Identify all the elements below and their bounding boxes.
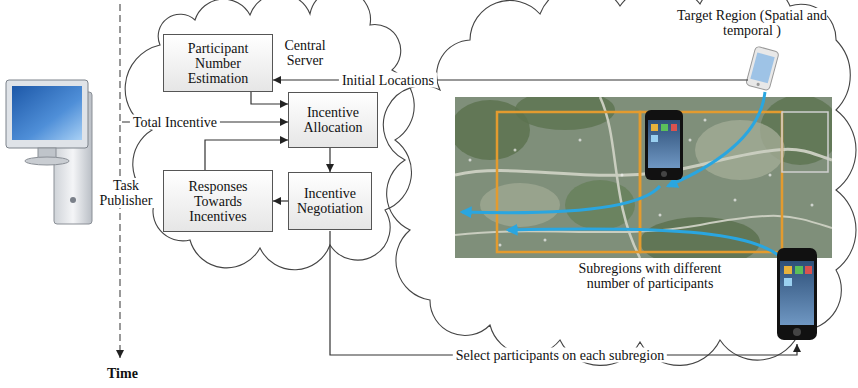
trajectory-arrows	[462, 92, 786, 262]
process-box: Participant Number Estimation	[163, 34, 273, 92]
box-text: Responses Towards Incentives	[169, 179, 267, 224]
flow-label: Initial Locations	[339, 73, 437, 88]
phone-icon	[746, 46, 780, 91]
phone-icon	[645, 110, 683, 180]
flow-arrow	[329, 148, 330, 172]
group-label: Central Server	[277, 38, 333, 68]
region-label: Target Region (Spatial and temporal )	[677, 8, 827, 38]
axis-label: Time	[107, 366, 138, 381]
select-participants-arrow	[330, 231, 797, 355]
phone-icon	[777, 248, 817, 340]
flow-label: Total Incentive	[130, 115, 220, 130]
flow-arrow	[251, 92, 288, 104]
computer-icon	[6, 80, 92, 224]
target-region-cloud	[383, 0, 856, 365]
box-text: Participant Number Estimation	[169, 41, 267, 86]
flow-label: Select participants on each subregion	[453, 348, 667, 363]
central-server-cloud	[125, 0, 414, 270]
flow-arrow	[273, 200, 288, 201]
process-box: Incentive Negotiation	[288, 172, 372, 230]
publisher-label: Task Publisher	[94, 178, 158, 208]
flow-arrow	[205, 140, 288, 170]
box-text: Incentive Allocation	[294, 105, 372, 135]
aerial-map	[455, 97, 832, 258]
figure-label: Subregions with different number of part…	[563, 261, 738, 291]
process-box: Incentive Allocation	[288, 92, 378, 148]
process-box: Responses Towards Incentives	[163, 170, 273, 232]
box-text: Incentive Negotiation	[294, 186, 366, 216]
